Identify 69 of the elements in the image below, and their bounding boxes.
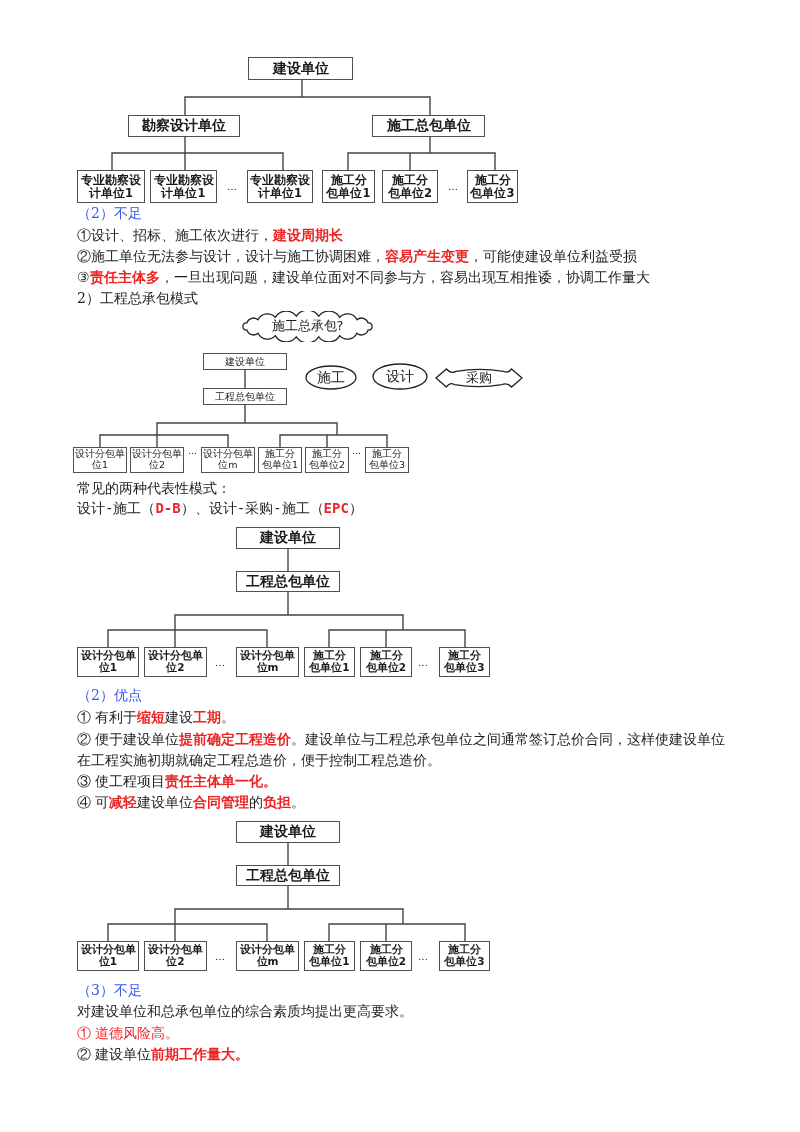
ellipse-node: 施工 [305, 365, 357, 390]
org-box: 设计分包单位1 [77, 941, 139, 971]
org-box: 施工分包单位2 [305, 447, 349, 473]
body-text: 常见的两种代表性模式： [77, 478, 231, 498]
list-item: ① 道德风险高。 [77, 1023, 180, 1043]
org-box: 设计分包单位1 [73, 447, 127, 473]
org-box: 设计分包单位2 [144, 941, 207, 971]
connector-line [99, 404, 388, 448]
org-box: 勘察设计单位 [128, 115, 240, 137]
section-heading: （2）不足 [77, 203, 142, 223]
org-box: 专业勘察设计单位1 [150, 170, 217, 203]
org-box: 施工分包单位3 [439, 647, 490, 677]
connector-line [107, 885, 466, 942]
list-item: ② 便于建设单位提前确定工程造价。建设单位与工程总承包单位之间通常签订总价合同，这样使建设单位在工程实施初期就确定工程总造价，便于控制工程总造价。 [77, 729, 727, 770]
banner-shape: 采购 [435, 367, 523, 389]
ellipsis-text: … [418, 656, 428, 670]
org-box: 施工总包单位 [372, 115, 485, 137]
org-box: 建设单位 [236, 527, 340, 549]
section-heading: 2）工程总承包模式 [77, 288, 198, 308]
section-heading: （2）优点 [77, 685, 142, 705]
org-box: 施工分包单位3 [467, 170, 518, 203]
org-box: 施工分包单位3 [439, 941, 490, 971]
org-box: 设计分包单位m [201, 447, 255, 473]
org-box: 施工分包单位1 [322, 170, 375, 203]
ellipsis-text: … [352, 445, 361, 458]
org-box: 设计分包单位2 [144, 647, 207, 677]
org-box: 施工分包单位1 [304, 647, 355, 677]
org-box: 施工分包单位1 [258, 447, 302, 473]
org-box: 设计分包单位1 [77, 647, 139, 677]
list-item: ④ 可减轻建设单位合同管理的负担。 [77, 792, 306, 812]
org-box: 工程总包单位 [236, 865, 340, 886]
list-item: ②施工单位无法参与设计，设计与施工协调困难，容易产生变更，可能使建设单位利益受损 [77, 246, 637, 266]
ellipsis-text: … [448, 180, 458, 194]
org-box: 建设单位 [248, 57, 353, 80]
list-item: ① 有利于缩短建设工期。 [77, 707, 236, 727]
ellipsis-text: … [188, 445, 197, 458]
org-box: 工程总包单位 [203, 388, 287, 405]
ellipsis-text: … [227, 180, 237, 194]
connector-line [111, 136, 284, 171]
connector-line [244, 369, 246, 389]
org-box: 建设单位 [203, 353, 287, 370]
ellipsis-text: … [418, 950, 428, 964]
org-box: 施工分包单位1 [304, 941, 355, 971]
body-text: 对建设单位和总承包单位的综合素质均提出更高要求。 [77, 1001, 413, 1021]
connector-line [184, 79, 431, 116]
list-item: ③ 使工程项目责任主体单一化。 [77, 771, 278, 791]
connector-line [347, 136, 496, 171]
ellipsis-text: … [215, 950, 225, 964]
list-item: ② 建设单位前期工作量大。 [77, 1044, 250, 1064]
org-box: 施工分包单位2 [360, 941, 412, 971]
org-box: 施工分包单位2 [382, 170, 438, 203]
org-box: 工程总包单位 [236, 571, 340, 592]
org-box: 建设单位 [236, 821, 340, 843]
ellipse-node: 设计 [372, 363, 428, 390]
org-box: 设计分包单位m [236, 647, 299, 677]
org-box: 专业勘察设计单位1 [247, 170, 313, 203]
org-box: 施工分包单位3 [365, 447, 409, 473]
org-box: 设计分包单位2 [130, 447, 184, 473]
connector-line [107, 591, 466, 648]
org-box: 施工分包单位2 [360, 647, 412, 677]
body-text: 设计-施工（D-B）、设计-采购-施工（EPC） [77, 498, 363, 518]
org-box: 设计分包单位m [236, 941, 299, 971]
list-item: ③责任主体多，一旦出现问题，建设单位面对不同参与方，容易出现互相推诿，协调工作量大 [77, 267, 650, 287]
section-heading: （3）不足 [77, 980, 142, 1000]
org-box: 专业勘察设计单位1 [77, 170, 145, 203]
connector-line [287, 548, 289, 572]
ellipsis-text: … [215, 656, 225, 670]
list-item: ①设计、招标、施工依次进行，建设周期长 [77, 225, 343, 245]
connector-line [287, 842, 289, 866]
